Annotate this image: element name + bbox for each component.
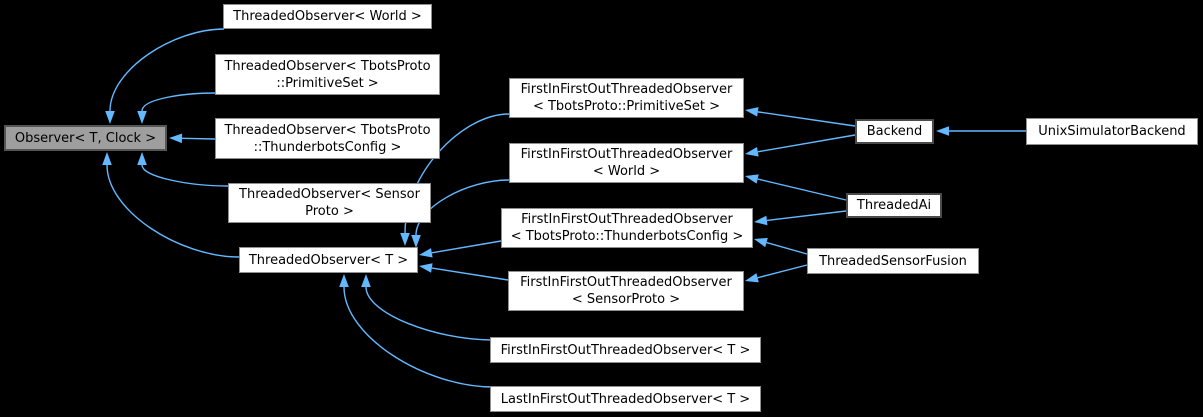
inheritance-arrowhead [361,274,371,287]
inheritance-edge-threaded-sensor-fusion-to-fifo-observer-thunderbotsconfig [754,237,808,255]
inheritance-edge-line [343,286,494,388]
inheritance-arrowhead [102,152,112,165]
inheritance-edge-threaded-observer-sensorproto-to-observer [137,152,229,187]
class-node-label: FirstInFirstOutThreadedObserver [520,275,732,290]
inheritance-edge-line [431,267,509,281]
class-node-label: UnixSimulatorBackend [1038,124,1186,139]
inheritance-arrowhead [411,235,421,248]
inheritance-edge-fifo-observer-t-to-threaded-observer-t [361,274,494,341]
inheritance-arrowhead [745,107,759,117]
class-node-label: < World > [592,164,661,179]
inheritance-edge-threaded-sensor-fusion-to-fifo-observer-sensorproto [745,264,808,283]
class-node-label: ThreadedObserver< T > [248,252,409,268]
class-node-threaded-sensor-fusion[interactable]: ThreadedSensorFusion [807,248,979,274]
inheritance-edge-line [766,241,808,255]
class-node-label: LastInFirstOutThreadedObserver< T > [500,391,751,407]
inheritance-edge-fifo-observer-world-to-threaded-observer-t [411,179,510,248]
class-node-backend[interactable]: Backend [855,119,934,144]
inheritance-edge-line [106,164,240,258]
class-node-label: < TbotsProto::ThunderbotsConfig > [510,229,744,244]
class-node-label: ::PrimitiveSet > [276,75,379,91]
class-node-fifo-observer-t[interactable]: FirstInFirstOutThreadedObserver< T > [490,337,761,363]
inheritance-arrowhead [419,263,433,273]
inheritance-arrowhead [754,237,768,248]
inheritance-arrowhead [936,126,949,136]
class-node-label: FirstInFirstOutThreadedObserver< T > [500,342,751,358]
inheritance-edge-line [757,178,847,201]
inheritance-edge-lifo-observer-t-to-threaded-observer-t [339,274,494,388]
class-node-label: FirstInFirstOutThreadedObserver [520,147,733,162]
inheritance-arrowhead [137,111,147,124]
inheritance-edge-threaded-observer-t-to-observer [102,152,240,258]
inheritance-arrowhead [745,174,759,184]
class-node-label: ::ThunderbotsConfig > [253,139,402,155]
class-node-threaded-observer-world[interactable]: ThreadedObserver< World > [223,4,432,29]
class-node-fifo-observer-sensorproto[interactable]: FirstInFirstOutThreadedObserver < SensorP… [508,271,744,311]
inheritance-edge-line [109,28,225,112]
inheritance-edge-line [757,264,808,279]
inheritance-edge-line [181,137,216,140]
class-node-label: Backend [866,124,923,139]
inheritance-edge-threaded-observer-thunderbotsconfig-to-observer [169,133,216,144]
class-node-fifo-observer-world[interactable]: FirstInFirstOutThreadedObserver < World > [509,143,744,183]
class-node-threaded-observer-t[interactable]: ThreadedObserver< T > [239,247,418,273]
class-node-label: ThreadedSensorFusion [819,253,967,269]
inheritance-arrowhead [419,248,433,258]
class-node-label: ThreadedObserver< TbotsProto [224,58,431,74]
inheritance-edge-unix-simulator-backend-to-backend [936,126,1026,136]
class-node-threaded-observer-primitiveset[interactable]: ThreadedObserver< TbotsProto::PrimitiveS… [215,54,440,95]
class-node-label: ThreadedAi [856,198,932,213]
inheritance-edge-backend-to-fifo-observer-world [745,134,856,157]
inheritance-edge-line [431,240,502,254]
class-node-label: Observer< T, Clock > [14,130,157,146]
class-node-threaded-observer-thunderbotsconfig[interactable]: ThreadedObserver< TbotsProto::Thunderbot… [215,118,440,159]
class-node-observer[interactable]: Observer< T, Clock > [4,125,167,151]
inheritance-arrowhead [169,133,183,144]
inheritance-arrowhead [105,111,115,124]
inheritance-edge-line [365,286,494,341]
inheritance-edge-line [757,111,856,127]
class-node-unix-simulator-backend[interactable]: UnixSimulatorBackend [1026,118,1198,145]
class-node-fifo-observer-primitiveset[interactable]: FirstInFirstOutThreadedObserver < TbotsPr… [509,78,744,118]
inheritance-arrowhead [745,147,759,157]
class-node-threaded-ai[interactable]: ThreadedAi [846,193,942,218]
inheritance-arrowhead [137,152,147,165]
class-node-lifo-observer-t[interactable]: LastInFirstOutThreadedObserver< T > [490,386,761,412]
inheritance-edge-threaded-ai-to-fifo-observer-world [745,174,847,201]
inheritance-arrowhead [754,215,768,226]
inheritance-edge-line [141,164,229,187]
inheritance-edge-backend-to-fifo-observer-primitiveset [745,107,856,127]
class-node-label: Proto > [305,204,354,219]
class-node-fifo-observer-thunderbotsconfig[interactable]: FirstInFirstOutThreadedObserver < TbotsPr… [501,208,753,248]
class-node-label: < TbotsProto::PrimitiveSet > [532,99,721,114]
inheritance-edge-line [415,179,510,236]
inheritance-edge-threaded-ai-to-fifo-observer-thunderbotsconfig [754,210,847,226]
inheritance-edge-line [141,92,217,112]
inheritance-arrowhead [400,233,410,246]
inheritance-edge-fifo-observer-sensorproto-to-threaded-observer-t [419,263,509,281]
inheritance-edge-threaded-observer-primitiveset-to-observer [137,92,217,124]
inheritance-edge-fifo-observer-thunderbotsconfig-to-threaded-observer-t [419,240,502,258]
inheritance-edge-line [757,134,856,153]
inheritance-arrowhead [339,274,349,287]
inheritance-edge-threaded-observer-world-to-observer [105,28,225,124]
class-node-label: ThreadedObserver< Sensor [239,187,420,202]
inheritance-arrowhead [745,273,759,283]
class-node-label: ThreadedObserver< World > [233,9,422,24]
class-node-label: ThreadedObserver< TbotsProto [224,122,431,138]
inheritance-edge-line [766,210,847,222]
class-node-label: < SensorProto > [571,292,681,307]
class-node-label: FirstInFirstOutThreadedObserver [521,212,733,227]
class-node-label: FirstInFirstOutThreadedObserver [520,82,733,97]
